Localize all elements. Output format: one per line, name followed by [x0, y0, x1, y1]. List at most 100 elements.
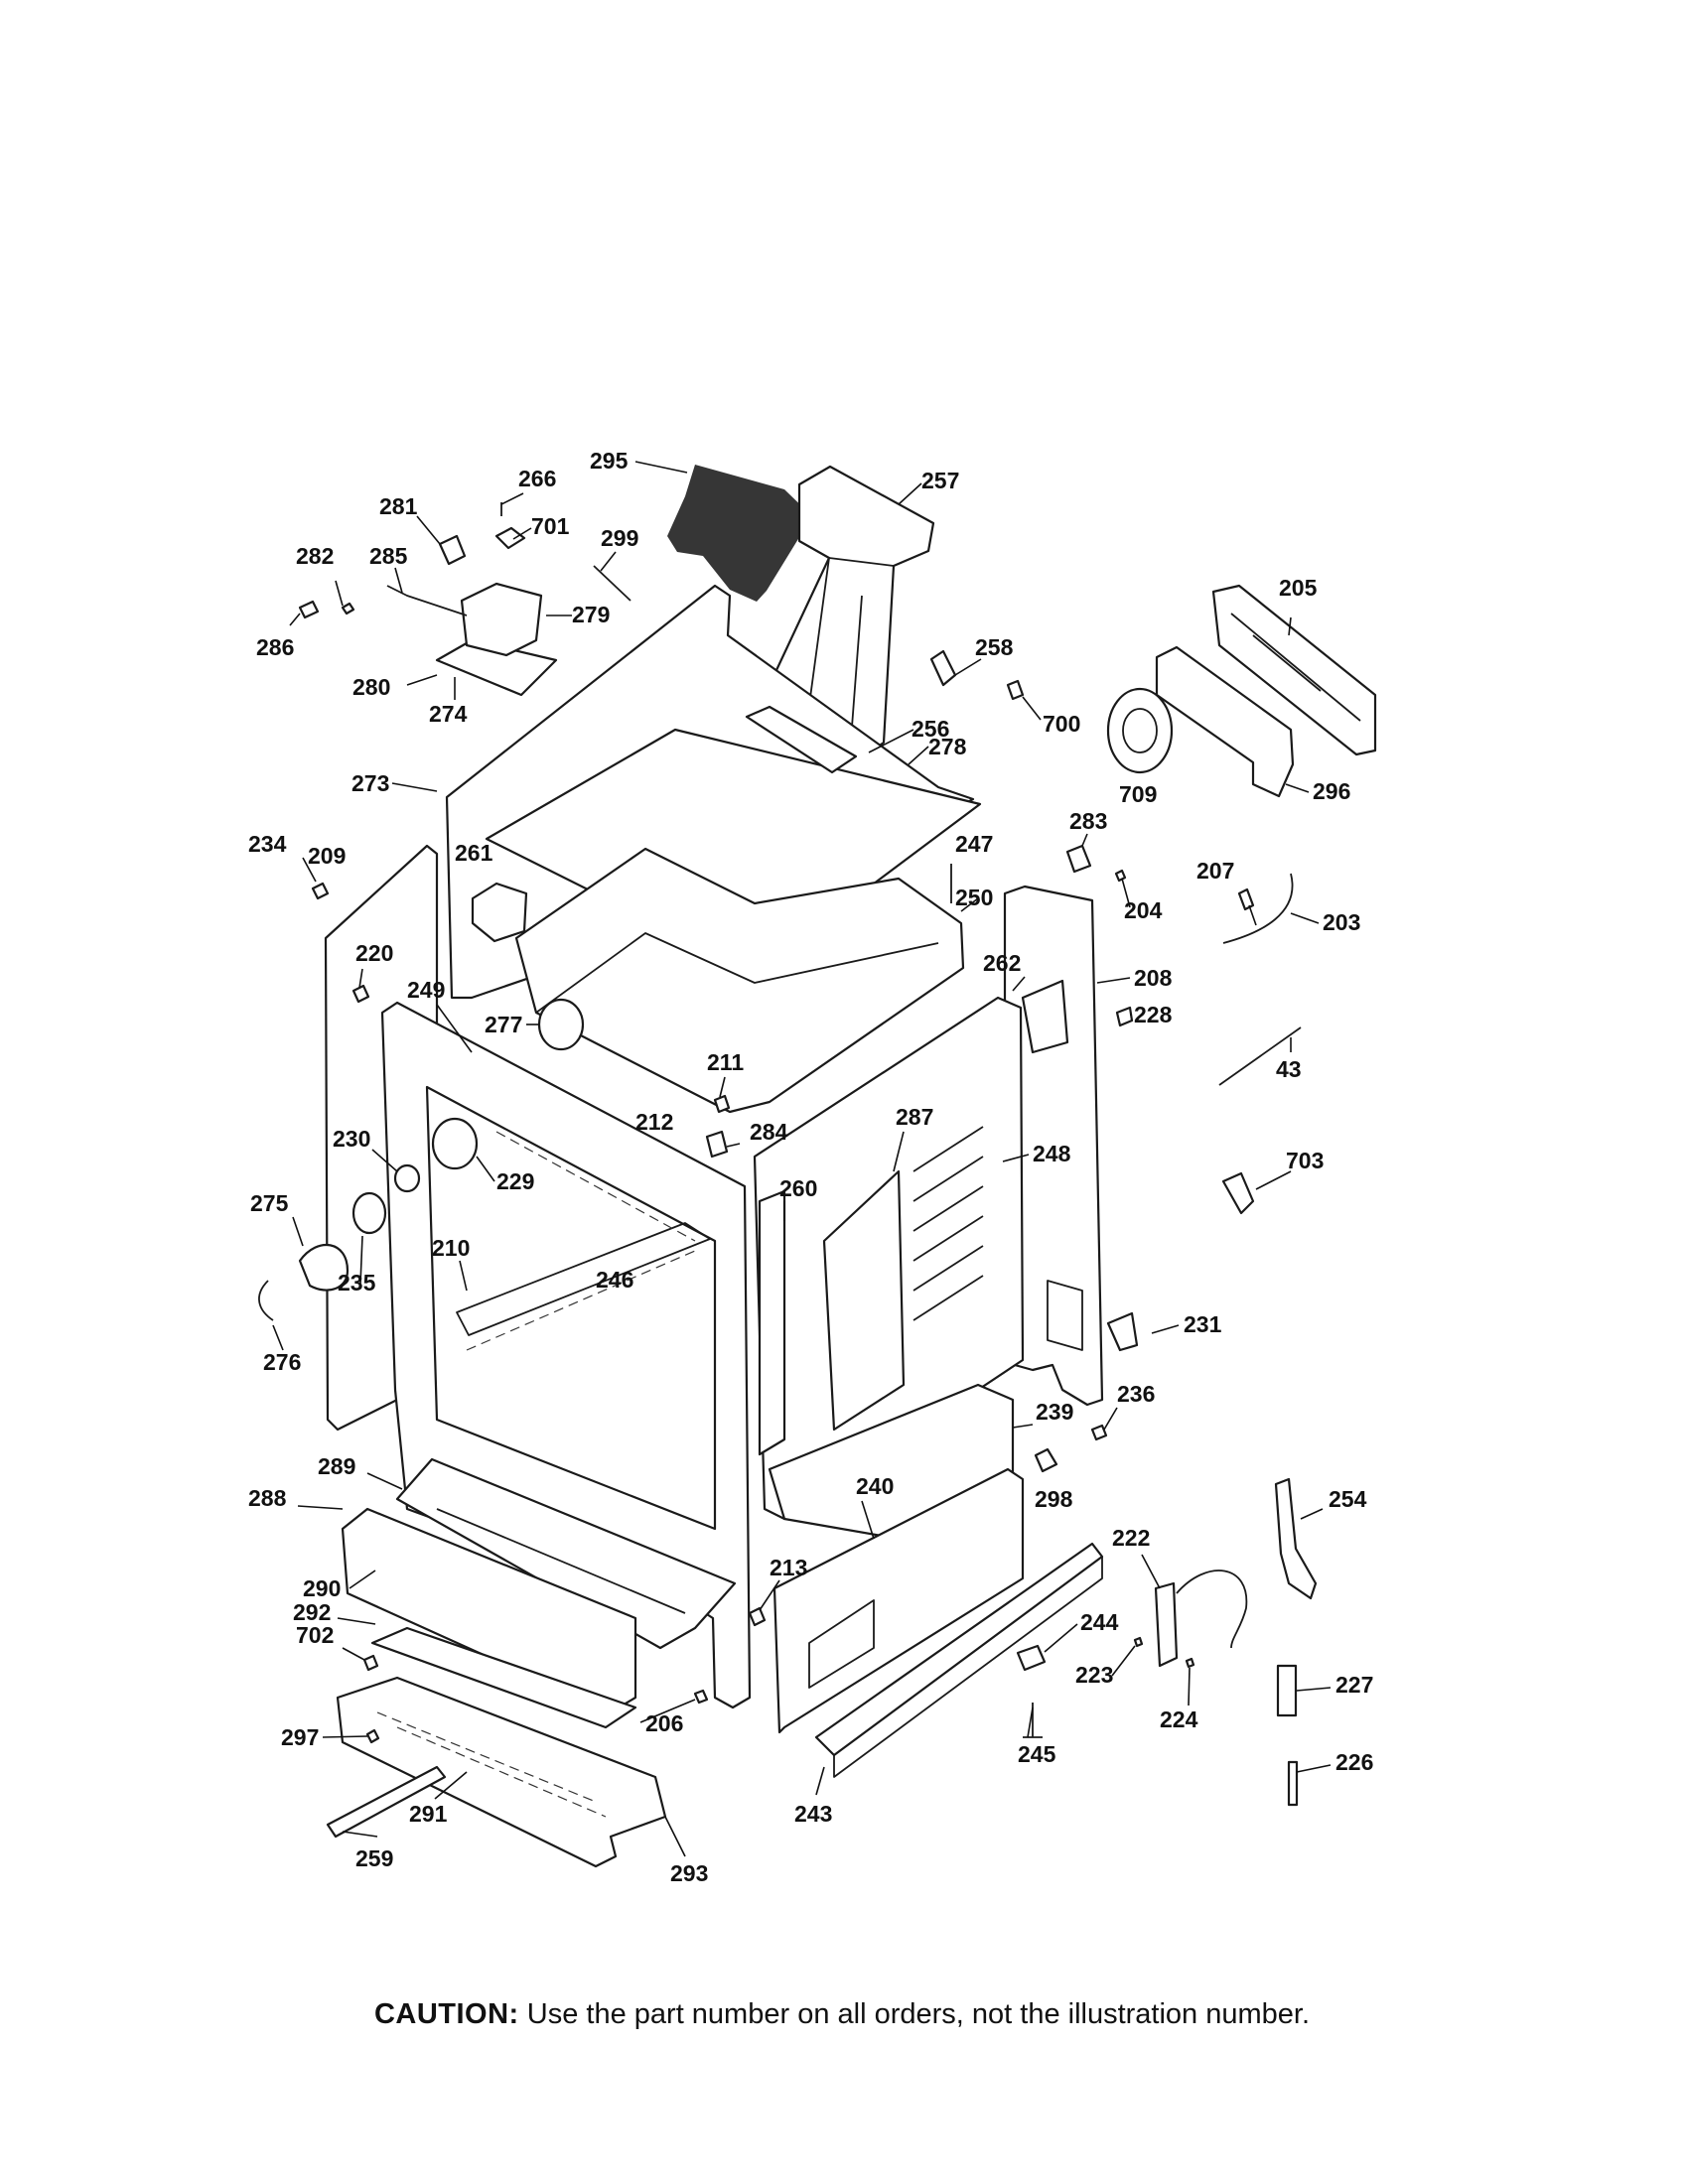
callout: 235 [338, 1270, 376, 1296]
bracket-284 [705, 1130, 729, 1159]
callout: 266 [518, 466, 556, 491]
callout: 210 [432, 1235, 470, 1261]
callout: 245 [1018, 1741, 1056, 1767]
callout: 205 [1279, 575, 1318, 601]
callout: 228 [1134, 1002, 1173, 1027]
top-frame-250 [514, 847, 965, 1114]
nut-297 [365, 1728, 380, 1744]
caution-label: CAUTION: [373, 1998, 519, 2030]
nut-234 [311, 882, 330, 900]
callout: 273 [351, 770, 389, 796]
callout: 227 [1335, 1672, 1373, 1698]
fuse-226 [1287, 1760, 1299, 1807]
callout: 256 [912, 716, 949, 742]
screw-206 [693, 1689, 709, 1705]
round-cover-709 [1106, 687, 1174, 774]
nut-204 [1114, 869, 1127, 883]
callout: 703 [1286, 1148, 1324, 1173]
bracket-703 [1221, 1171, 1255, 1215]
callout: 298 [1035, 1486, 1073, 1512]
callout: 204 [1124, 897, 1163, 923]
callout: 260 [779, 1175, 817, 1201]
callout: 701 [531, 513, 570, 539]
callout: 209 [308, 843, 346, 869]
callout: 236 [1117, 1381, 1155, 1407]
screw-223 [1133, 1636, 1144, 1648]
callout: 212 [635, 1109, 673, 1135]
washer-702 [362, 1654, 379, 1672]
callout: 248 [1033, 1141, 1071, 1166]
callout: 274 [429, 701, 468, 727]
callout: 282 [296, 543, 334, 569]
callout: 231 [1184, 1311, 1222, 1337]
callout: 278 [928, 734, 967, 759]
pin-299 [593, 565, 632, 602]
callout: 206 [645, 1710, 683, 1736]
callout: 291 [409, 1801, 448, 1827]
cord-203 [1222, 873, 1294, 944]
callout: 259 [355, 1845, 393, 1871]
callout: 226 [1335, 1749, 1373, 1775]
bracket-211 [713, 1094, 731, 1114]
bracket-244 [1016, 1644, 1047, 1672]
caution-text: Use the part number on all orders, not t… [518, 1998, 1311, 2030]
callout: 700 [1043, 711, 1080, 737]
callout: 262 [983, 950, 1021, 976]
callout: 43 [1276, 1056, 1302, 1082]
callout: 239 [1036, 1399, 1073, 1425]
insulation-pad-295 [667, 465, 812, 602]
broiler-pan-289 [395, 1457, 737, 1650]
callout-labels: 266 295 257 281 701 299 282 285 279 286 … [248, 448, 1373, 1886]
hinge-254 [1274, 1477, 1318, 1600]
drawer-bottom-290 [370, 1626, 637, 1729]
screw-213 [748, 1606, 767, 1627]
callout: 297 [281, 1724, 319, 1750]
heat-shield-296 [1155, 645, 1295, 798]
callout: 261 [455, 840, 493, 866]
callout: 709 [1119, 781, 1157, 807]
bracket-231 [1106, 1311, 1139, 1352]
clip-281 [438, 534, 467, 566]
callout: 290 [303, 1575, 341, 1601]
callout: 203 [1323, 909, 1360, 935]
callout: 284 [750, 1119, 788, 1145]
regulator-plate-274 [435, 638, 558, 697]
callout: 289 [318, 1453, 355, 1479]
callout: 281 [379, 493, 418, 519]
callout: 246 [596, 1267, 633, 1293]
callout: 229 [496, 1168, 534, 1194]
clip-207 [1237, 887, 1255, 911]
screw-224 [1185, 1657, 1195, 1669]
lamp-cover-275 [298, 1243, 350, 1292]
callout: 240 [856, 1473, 894, 1499]
callout: 257 [921, 468, 959, 493]
callout: 292 [293, 1599, 331, 1625]
nut-236 [1090, 1424, 1108, 1441]
callout: 247 [955, 831, 993, 857]
callout: 258 [975, 634, 1014, 660]
connector-228 [1115, 1006, 1134, 1027]
caution-note: CAUTION: Use the part number on all orde… [0, 1998, 1684, 2031]
callout: 277 [485, 1012, 522, 1037]
callout: 276 [263, 1349, 301, 1375]
port-277 [537, 998, 585, 1051]
grommet-298 [1034, 1447, 1058, 1473]
callout: 293 [670, 1860, 708, 1886]
bracket-262 [1021, 979, 1069, 1054]
knob-286 [298, 600, 320, 619]
callout: 295 [590, 448, 629, 474]
callout: 254 [1329, 1486, 1367, 1512]
leader-lines [272, 461, 1332, 1857]
callout: 224 [1160, 1706, 1198, 1732]
callout: 285 [369, 543, 408, 569]
lamp-socket-229 [431, 1117, 479, 1170]
callout: 243 [794, 1801, 832, 1827]
lamp-bulb-235 [351, 1191, 387, 1235]
lamp-receptacle-230 [393, 1163, 421, 1193]
callout: 286 [256, 634, 294, 660]
parts-artwork [258, 465, 1377, 1868]
callout: 296 [1313, 778, 1350, 804]
callout: 222 [1112, 1525, 1150, 1551]
broiler-drawer-288 [341, 1507, 637, 1714]
callout: 250 [955, 885, 993, 910]
